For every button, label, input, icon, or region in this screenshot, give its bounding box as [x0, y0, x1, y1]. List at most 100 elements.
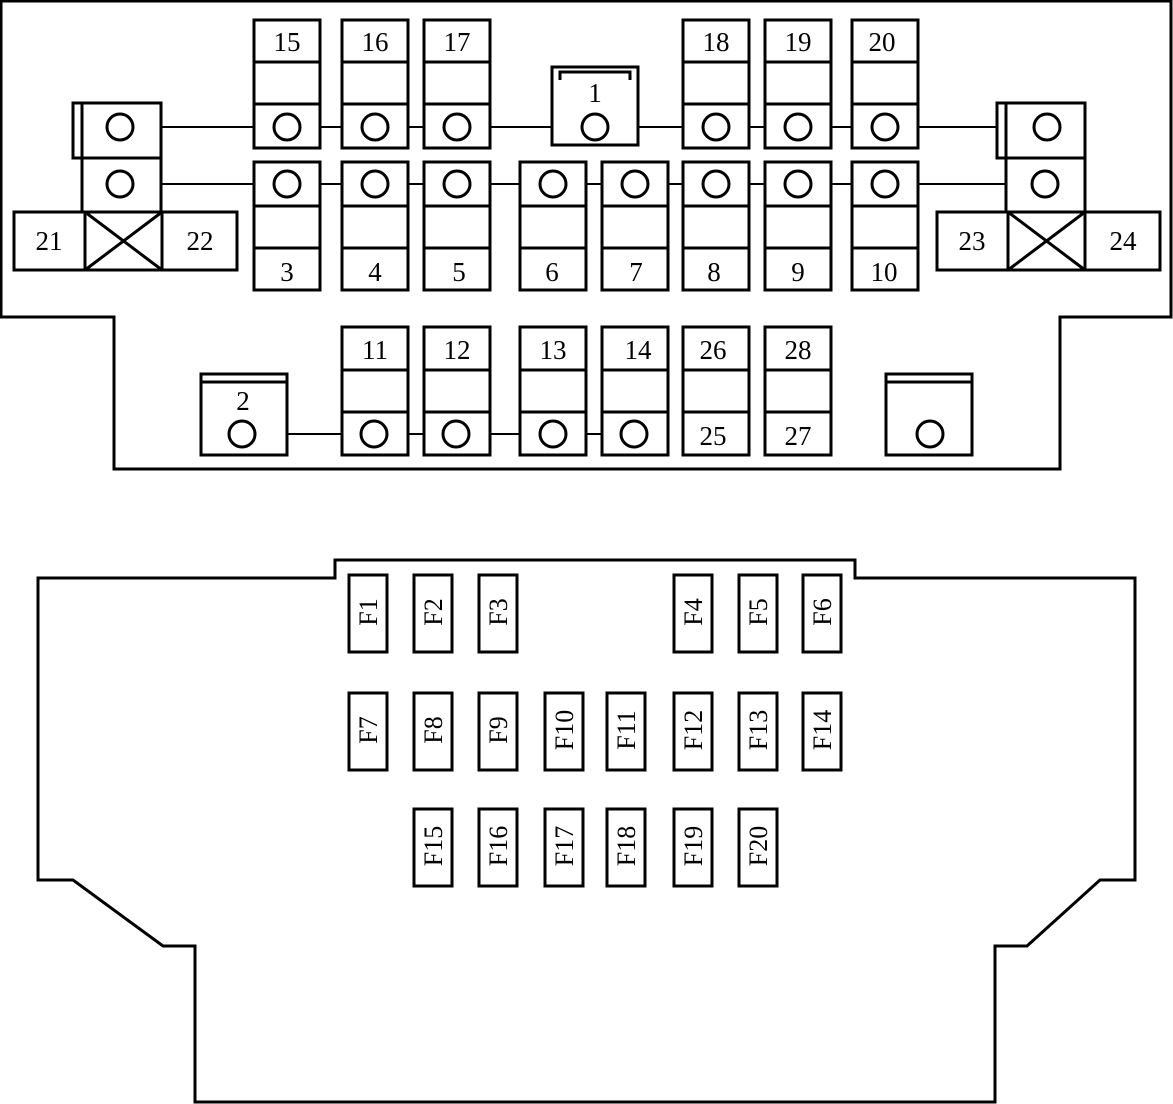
fuse-f3: F3 [477, 573, 519, 654]
fuse-f4: F4 [672, 573, 714, 654]
terminal-pin [783, 112, 813, 142]
fuse-f15: F15 [412, 807, 454, 888]
terminal-pin [272, 112, 302, 142]
terminal-pin [915, 419, 945, 449]
fuse-label: F2 [419, 598, 448, 625]
fuse-f10: F10 [543, 691, 585, 772]
fuse-box: F1 F2 F3 F4 F5 F6 F7 F8 [36, 558, 1137, 1104]
relay-label: 5 [452, 257, 466, 287]
relay-26-25: 26 25 [681, 325, 751, 457]
relay-label-top: 28 [785, 335, 812, 365]
block-label-22: 22 [187, 226, 214, 256]
relay-label: 4 [368, 257, 382, 287]
fuse-label: F5 [744, 598, 773, 625]
terminal-pin [227, 419, 257, 449]
fuse-label: F7 [354, 716, 383, 743]
relay-label: 17 [444, 27, 471, 57]
fuse-f8: F8 [412, 691, 454, 772]
fuse-label: F18 [612, 826, 641, 866]
fuse-label: F10 [550, 710, 579, 750]
relay-14: 14 [600, 325, 670, 457]
terminal-pin [538, 419, 568, 449]
terminal-pin [272, 169, 302, 199]
fuse-f5: F5 [737, 573, 779, 654]
fuse-f14: F14 [801, 691, 843, 772]
relay-label: 19 [785, 27, 812, 57]
fuse-box-outline [36, 558, 1137, 1104]
terminal-pin [538, 169, 568, 199]
relay-label: 3 [280, 257, 294, 287]
relay-label: 6 [545, 257, 559, 287]
relay-box: 21 22 23 24 15 16 [0, 0, 1173, 471]
fuse-label: F15 [419, 826, 448, 866]
relay-28-27: 28 27 [763, 325, 833, 457]
relay-label: 16 [362, 27, 389, 57]
fuse-label: F12 [679, 710, 708, 750]
fuse-label: F4 [679, 598, 708, 625]
fuse-label: F3 [484, 598, 513, 625]
terminal-pin [359, 419, 389, 449]
relay-10: 10 [850, 160, 920, 292]
relay-label: 10 [871, 257, 898, 287]
relay-label: 7 [629, 257, 643, 287]
fuse-f19: F19 [672, 807, 714, 888]
relay-label: 1 [588, 78, 602, 108]
fuse-f17: F17 [543, 807, 585, 888]
terminal-pin [783, 169, 813, 199]
relay-label: 12 [444, 335, 471, 365]
terminal-pin [620, 169, 650, 199]
terminal-pin [701, 169, 731, 199]
relay-17: 17 [422, 18, 492, 150]
fuse-label: F14 [808, 710, 837, 750]
relay-label-top: 26 [700, 335, 727, 365]
fuse-f11: F11 [605, 691, 647, 772]
fuse-label: F1 [354, 598, 383, 625]
fuse-f9: F9 [477, 691, 519, 772]
relay-8: 8 [681, 160, 751, 292]
fuse-label: F8 [419, 716, 448, 743]
relay-label: 14 [625, 335, 653, 365]
relay-12: 12 [422, 325, 492, 457]
fuse-f6: F6 [801, 573, 843, 654]
relay-box-outline [0, 0, 1173, 471]
terminal-pin [870, 112, 900, 142]
relay-label: 11 [362, 335, 388, 365]
relay-label-bottom: 25 [700, 421, 727, 451]
fuse-label: F6 [808, 598, 837, 625]
terminal-pin [105, 169, 135, 199]
relay-11: 11 [340, 325, 410, 457]
fuse-label: F17 [550, 826, 579, 866]
block-label-24: 24 [1110, 226, 1138, 256]
terminal-pin [360, 112, 390, 142]
relay-label: 13 [540, 335, 567, 365]
block-21-22: 21 22 [12, 210, 239, 272]
terminal-pin [1030, 169, 1060, 199]
fuse-f2: F2 [412, 573, 454, 654]
block-label-21: 21 [36, 226, 63, 256]
relay-label: 2 [236, 386, 250, 416]
fuse-f20: F20 [737, 807, 779, 888]
fuse-f1: F1 [347, 573, 389, 654]
relay-label-bottom: 27 [785, 421, 812, 451]
relay-label: 20 [869, 27, 896, 57]
terminal-pin [442, 112, 472, 142]
fuse-f18: F18 [605, 807, 647, 888]
block-23-24: 23 24 [935, 210, 1162, 272]
fuse-f12: F12 [672, 691, 714, 772]
fuse-f16: F16 [477, 807, 519, 888]
terminal-pin [1032, 112, 1062, 142]
terminal-pin [580, 112, 610, 142]
fuse-label: F20 [744, 826, 773, 866]
relay-label: 9 [791, 257, 805, 287]
relay-label: 18 [703, 27, 730, 57]
block-label-23: 23 [959, 226, 986, 256]
fuse-f13: F13 [737, 691, 779, 772]
terminal-pin [701, 112, 731, 142]
relay-label: 15 [274, 27, 301, 57]
terminal-pin [619, 419, 649, 449]
fuse-f7: F7 [347, 691, 389, 772]
terminal-pin [441, 419, 471, 449]
terminal-pins [105, 112, 1062, 449]
fuse-label: F9 [484, 716, 513, 743]
